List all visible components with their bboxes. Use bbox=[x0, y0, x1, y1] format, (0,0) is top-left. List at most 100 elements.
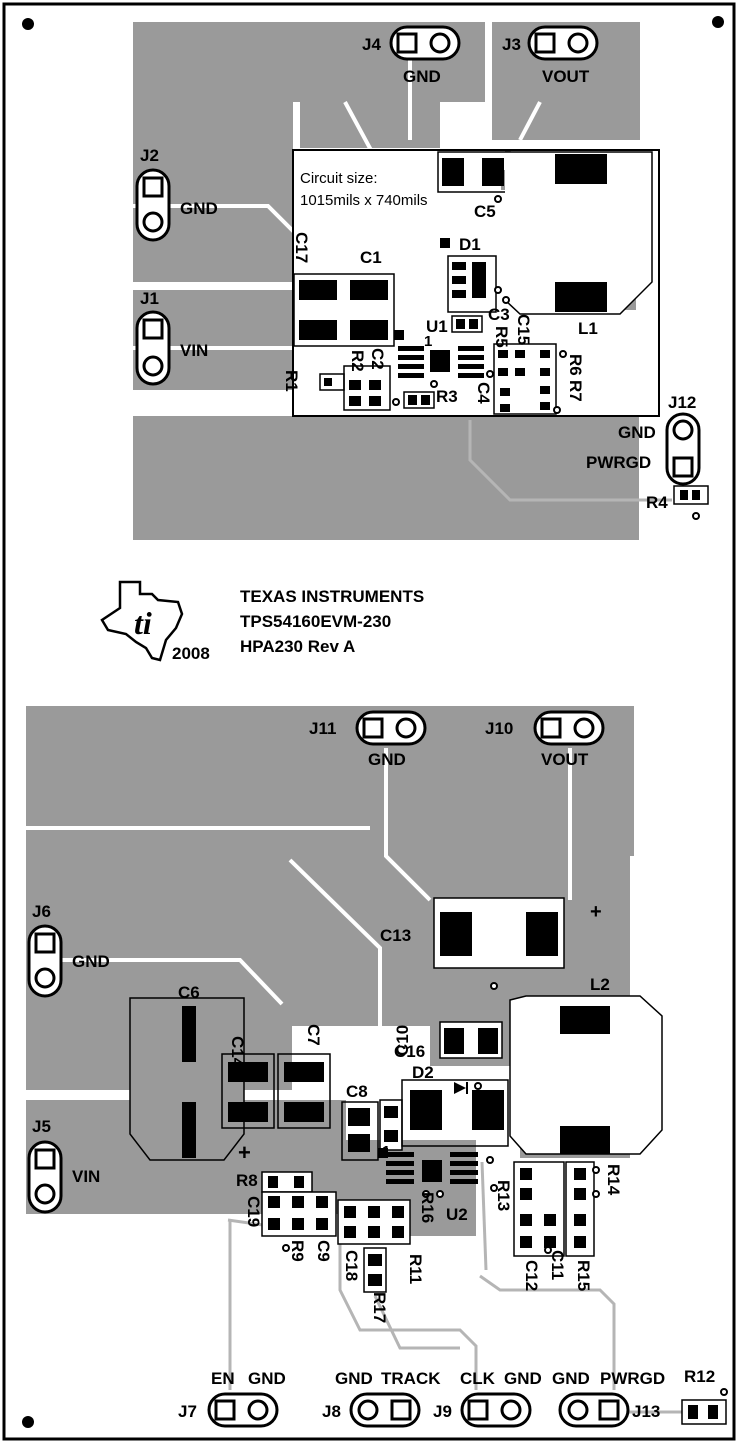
ref-plus: + bbox=[590, 901, 602, 923]
net-label-vin: VIN bbox=[180, 341, 209, 360]
header-j5 bbox=[27, 1140, 63, 1214]
ref-r8: R8 bbox=[236, 1171, 258, 1190]
net-label-gnd: GND bbox=[335, 1369, 373, 1388]
ref-r2: R2 bbox=[348, 350, 367, 372]
top-signal-traces bbox=[468, 420, 672, 502]
header-j7 bbox=[207, 1392, 279, 1428]
size-note-box bbox=[301, 158, 501, 218]
ref-r15: R15 bbox=[574, 1260, 593, 1292]
header-j8 bbox=[349, 1392, 421, 1428]
ref-c3: C3 bbox=[488, 305, 510, 324]
revision-label: HPA230 Rev A bbox=[240, 637, 356, 656]
ref-c12: C12 bbox=[522, 1260, 541, 1292]
year-label: 2008 bbox=[172, 644, 210, 663]
connector-label-j8: J8 bbox=[322, 1402, 341, 1421]
net-label-vout: VOUT bbox=[542, 67, 590, 86]
net-label-pwrgd: PWRGD bbox=[586, 453, 652, 472]
ref-c15: C15 bbox=[514, 314, 533, 346]
ref-c4: C4 bbox=[474, 382, 493, 404]
top-traces bbox=[133, 50, 542, 350]
header-j10 bbox=[533, 710, 605, 746]
net-label-gnd: GND bbox=[552, 1369, 590, 1388]
ref-r5: R5 bbox=[492, 326, 511, 348]
connector-label-j1: J1 bbox=[140, 289, 159, 308]
header-j13 bbox=[558, 1392, 630, 1428]
connector-label-j5: J5 bbox=[32, 1117, 51, 1136]
net-label-gnd: GND bbox=[504, 1369, 542, 1388]
ref-r1: R1 bbox=[282, 370, 301, 392]
polarity-marks bbox=[454, 1082, 468, 1094]
ref-pin1: 1 bbox=[424, 333, 433, 350]
connector-label-j7: J7 bbox=[178, 1402, 197, 1421]
ref-c10: C10 bbox=[393, 1024, 412, 1056]
ref-r7: R7 bbox=[566, 380, 585, 402]
header-j11 bbox=[355, 710, 427, 746]
ref-plus: + bbox=[238, 1140, 251, 1165]
connector-label-j4: J4 bbox=[362, 35, 381, 54]
ref-c6: C6 bbox=[178, 983, 200, 1002]
ref-r6: R6 bbox=[566, 354, 585, 376]
ref-c1: C1 bbox=[360, 248, 382, 267]
mounting-hole-icon bbox=[22, 18, 34, 30]
header-j6 bbox=[27, 924, 63, 998]
ref-pin1: 1 bbox=[382, 1143, 391, 1160]
ti-texas-logo-icon: ti bbox=[100, 580, 184, 662]
header-j4 bbox=[389, 25, 461, 61]
bottom-signal-traces bbox=[227, 1161, 690, 1414]
header-j1 bbox=[135, 310, 171, 386]
net-label-gnd: GND bbox=[72, 952, 110, 971]
ref-c18: C18 bbox=[342, 1250, 361, 1282]
header-j12 bbox=[665, 412, 701, 486]
net-label-vin: VIN bbox=[72, 1167, 101, 1186]
svg-text:ti: ti bbox=[134, 605, 152, 641]
header-j9 bbox=[460, 1392, 532, 1428]
ref-c2: C2 bbox=[368, 348, 387, 370]
ref-c17: C17 bbox=[292, 232, 311, 264]
ref-c9: C9 bbox=[314, 1240, 333, 1262]
ref-r11: R11 bbox=[406, 1254, 425, 1285]
connector-label-j3: J3 bbox=[502, 35, 521, 54]
ref-c7: C7 bbox=[304, 1024, 323, 1046]
ref-d2: D2 bbox=[412, 1063, 434, 1082]
net-label-gnd: GND bbox=[248, 1369, 286, 1388]
ref-r9: R9 bbox=[288, 1240, 307, 1262]
connector-label-j9: J9 bbox=[433, 1402, 452, 1421]
net-label-pwrgd: PWRGD bbox=[600, 1369, 666, 1388]
ref-c11: C11 bbox=[548, 1250, 567, 1281]
ref-c8: C8 bbox=[346, 1082, 368, 1101]
ref-l2: L2 bbox=[590, 975, 610, 994]
net-label-gnd: GND bbox=[618, 423, 656, 442]
ref-r3: R3 bbox=[436, 387, 458, 406]
connector-label-j11: J11 bbox=[309, 719, 337, 738]
mounting-hole-icon bbox=[22, 1416, 34, 1428]
ref-c14: C14 bbox=[228, 1036, 247, 1068]
circuit-area-outline bbox=[292, 149, 660, 417]
ref-r4: R4 bbox=[646, 493, 668, 512]
net-label-en: EN bbox=[211, 1369, 235, 1388]
ref-u1: U1 bbox=[426, 317, 448, 336]
net-label-vout: VOUT bbox=[541, 750, 589, 769]
ref-r16: R16 bbox=[418, 1192, 437, 1224]
size-value-label: 1015mils x 740mils bbox=[300, 192, 428, 209]
company-name: TEXAS INSTRUMENTS bbox=[240, 587, 425, 606]
top-parts bbox=[293, 151, 709, 505]
net-label-gnd: GND bbox=[403, 67, 441, 86]
net-label-track: TRACK bbox=[381, 1369, 441, 1388]
bottom-copper bbox=[26, 706, 634, 1236]
ref-c16: C16 bbox=[394, 1042, 426, 1061]
header-j2 bbox=[135, 168, 171, 242]
ref-r17: R17 bbox=[370, 1292, 389, 1324]
top-vias bbox=[392, 195, 700, 520]
ref-c5: C5 bbox=[474, 202, 496, 221]
size-note-label: Circuit size: bbox=[300, 170, 378, 187]
connector-label-j13: J13 bbox=[632, 1402, 661, 1421]
ref-r12: R12 bbox=[684, 1367, 716, 1386]
ref-c13: C13 bbox=[380, 926, 412, 945]
connector-label-j2: J2 bbox=[140, 146, 159, 165]
ref-r13: R13 bbox=[494, 1180, 513, 1212]
connector-label-j6: J6 bbox=[32, 902, 51, 921]
mounting-hole-icon bbox=[712, 16, 724, 28]
net-label-gnd: GND bbox=[180, 199, 218, 218]
bottom-parts bbox=[129, 897, 727, 1425]
